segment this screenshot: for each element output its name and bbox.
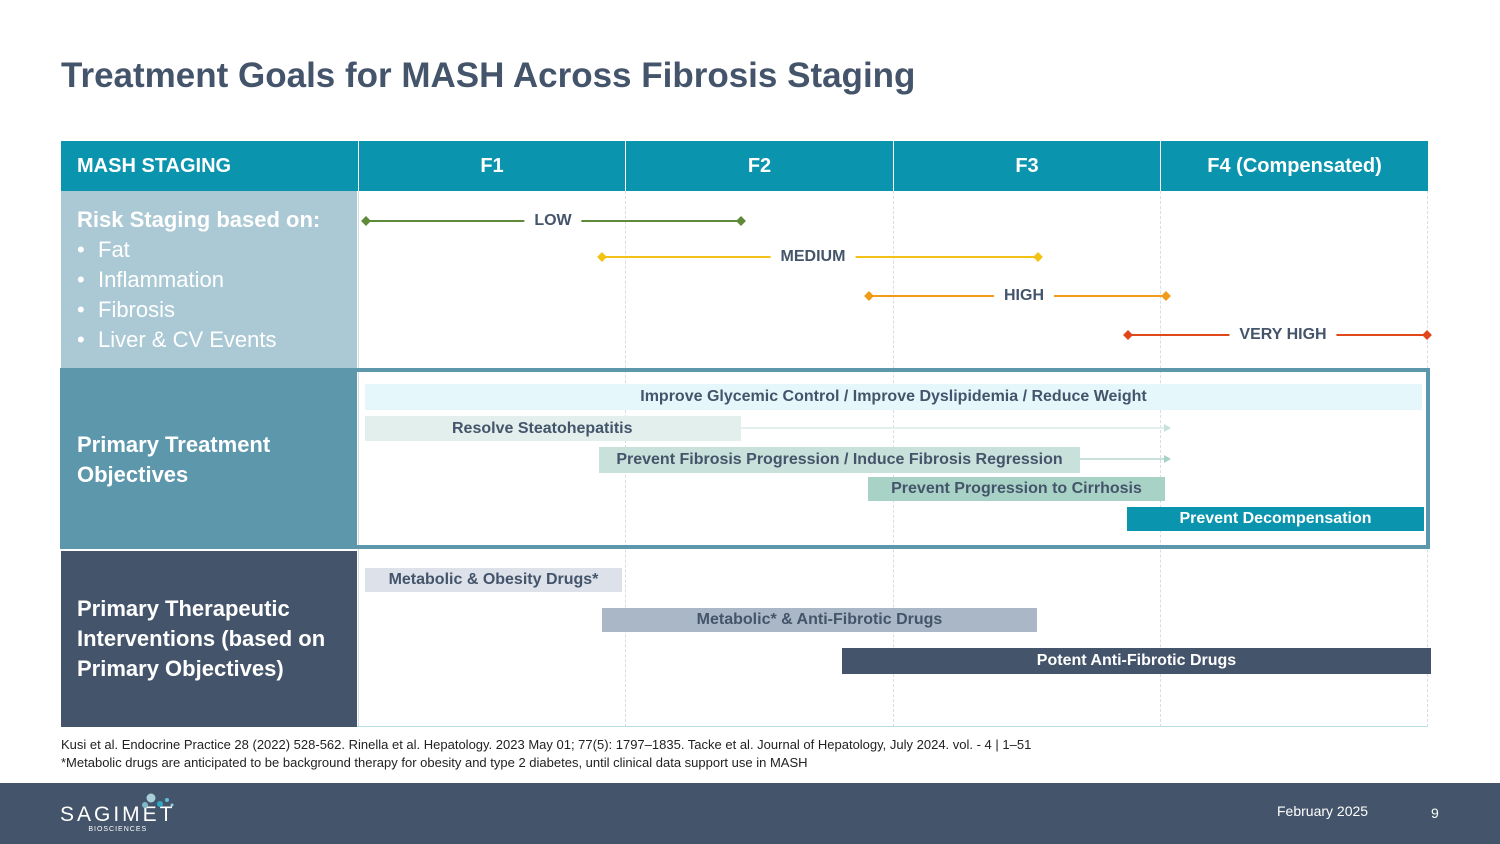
- objective-arrow-fibrosis: [1080, 458, 1166, 460]
- intervention-bar-potent-antifibrotic: Potent Anti-Fibrotic Drugs: [842, 648, 1431, 674]
- footer-bar: [0, 783, 1500, 844]
- objective-bar-steatohepatitis: Resolve Steatohepatitis: [365, 416, 741, 441]
- header-f3: F3: [893, 141, 1160, 191]
- objectives-frame: [60, 368, 1430, 549]
- intervention-bar-metabolic-obesity: Metabolic & Obesity Drugs*: [365, 568, 622, 592]
- arrowhead-icon: [1164, 424, 1171, 432]
- logo-subtitle: BIOSCIENCES: [88, 826, 148, 833]
- logo-dots-icon: [142, 793, 174, 808]
- risk-label-medium: MEDIUM: [770, 248, 856, 266]
- risk-factor-item: •Liver & CV Events: [77, 327, 277, 352]
- objective-bar-decompensation: Prevent Decompensation: [1127, 507, 1424, 531]
- header-f2: F2: [625, 141, 893, 191]
- therapeutic-interventions-title: Primary Therapeutic Interventions (based…: [77, 596, 326, 681]
- reference-line: Kusi et al. Endocrine Practice 28 (2022)…: [61, 737, 1032, 752]
- header-f4: F4 (Compensated): [1160, 141, 1428, 191]
- primary-objectives-cell: Primary Treatment Objectives: [61, 372, 357, 548]
- footer-date: February 2025: [1277, 803, 1369, 819]
- table-bottom-border: [61, 726, 1428, 727]
- logo-wordmark: SAGIMET: [60, 803, 176, 826]
- references: Kusi et al. Endocrine Practice 28 (2022)…: [61, 736, 1031, 772]
- primary-objectives-title: Primary Treatment Objectives: [77, 432, 271, 487]
- risk-line-very-high-start: [1123, 330, 1133, 340]
- risk-factor-item: •Fat: [77, 237, 130, 262]
- risk-label-low: LOW: [524, 212, 582, 230]
- objective-bar-cirrhosis: Prevent Progression to Cirrhosis: [868, 477, 1165, 501]
- risk-factor-list: •Fat •Inflammation •Fibrosis •Liver & CV…: [77, 235, 357, 355]
- objective-bar-glycemic: Improve Glycemic Control / Improve Dysli…: [365, 384, 1422, 410]
- header-mash-staging: MASH STAGING: [61, 141, 358, 191]
- risk-staging-title: Risk Staging based on:: [77, 207, 321, 232]
- page-title: Treatment Goals for MASH Across Fibrosis…: [61, 56, 916, 95]
- risk-line-low-end: [736, 216, 746, 226]
- risk-line-medium-start: [597, 252, 607, 262]
- risk-factor-item: •Fibrosis: [77, 297, 176, 322]
- risk-line-very-high-end: [1422, 330, 1432, 340]
- objective-arrow-steatohepatitis: [741, 427, 1166, 429]
- intervention-bar-metabolic-antifibrotic: Metabolic* & Anti-Fibrotic Drugs: [602, 608, 1037, 632]
- page-number: 9: [1431, 805, 1439, 821]
- footnote-line: *Metabolic drugs are anticipated to be b…: [61, 755, 808, 770]
- arrowhead-icon: [1164, 455, 1171, 463]
- header-f1: F1: [358, 141, 625, 191]
- grid-line-f1: [358, 191, 359, 727]
- risk-label-high: HIGH: [994, 287, 1054, 305]
- risk-staging-cell: Risk Staging based on: •Fat •Inflammatio…: [61, 191, 357, 369]
- risk-line-high-start: [864, 291, 874, 301]
- risk-line-medium-end: [1033, 252, 1043, 262]
- risk-factor-item: •Inflammation: [77, 267, 224, 292]
- risk-line-high-end: [1161, 291, 1171, 301]
- risk-label-very-high: VERY HIGH: [1229, 326, 1337, 344]
- risk-line-low-start: [361, 216, 371, 226]
- objective-bar-fibrosis: Prevent Fibrosis Progression / Induce Fi…: [599, 447, 1080, 473]
- therapeutic-interventions-cell: Primary Therapeutic Interventions (based…: [61, 551, 357, 727]
- company-logo: SAGIMET BIOSCIENCES: [60, 793, 176, 833]
